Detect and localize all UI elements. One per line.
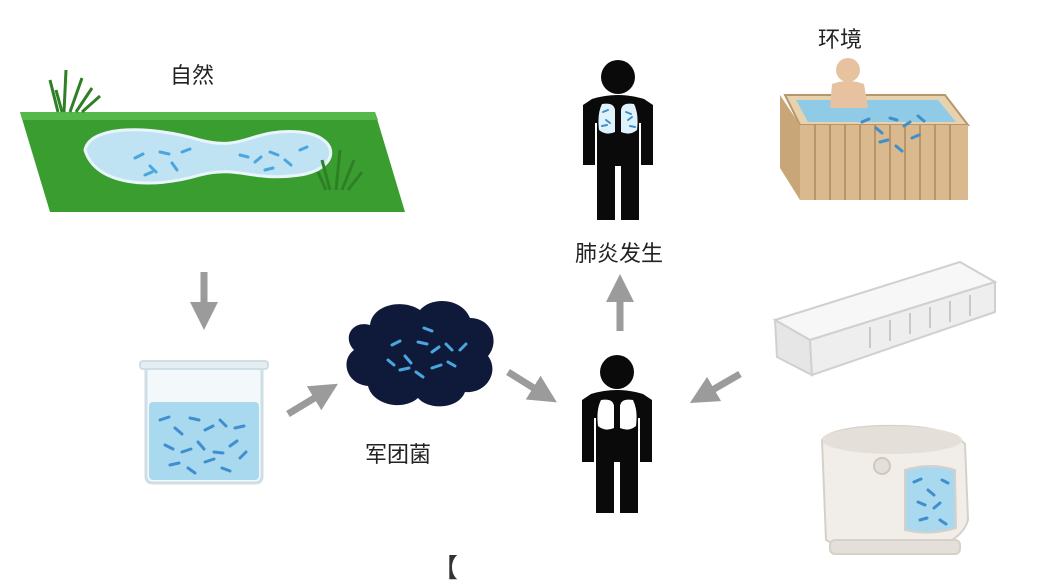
humidifier-illustration xyxy=(820,424,970,555)
label-nature: 自然 xyxy=(170,64,215,89)
arrow-beaker-to-colony xyxy=(286,383,338,417)
pond-bacteria xyxy=(133,145,309,177)
healthy-lungs xyxy=(597,399,637,430)
grass-tuft-left xyxy=(48,69,101,114)
humidifier-bacteria xyxy=(912,477,950,526)
person-infected-silhouette xyxy=(583,60,653,220)
legionella-transmission-diagram: 自然 环境 肺炎发生 军团菌 【 xyxy=(20,28,998,584)
colony-bacteria xyxy=(386,326,468,379)
arrow-colony-to-person xyxy=(506,369,557,403)
beaker-bacteria xyxy=(158,415,248,475)
air-conditioner-illustration xyxy=(772,260,998,377)
label-pneumonia: 肺炎发生 xyxy=(575,242,664,267)
label-colony: 军团菌 xyxy=(365,443,432,468)
hot-tub-bacteria xyxy=(860,114,926,153)
beaker-illustration xyxy=(139,360,269,485)
hot-tub-planks xyxy=(814,125,951,200)
grass-tuft-right xyxy=(316,149,364,191)
ac-vents xyxy=(869,295,971,348)
person-healthy-silhouette xyxy=(582,355,652,513)
infected-lungs xyxy=(598,103,638,134)
diagram-svg xyxy=(20,58,998,555)
bathing-person xyxy=(830,58,868,108)
label-environment: 环境 xyxy=(818,28,863,53)
nature-pond-illustration xyxy=(20,69,405,212)
arrow-environment-to-person xyxy=(689,370,742,404)
colony-illustration xyxy=(346,300,494,407)
caption-fragment: 【 xyxy=(432,554,459,584)
hot-tub-illustration xyxy=(780,58,971,200)
